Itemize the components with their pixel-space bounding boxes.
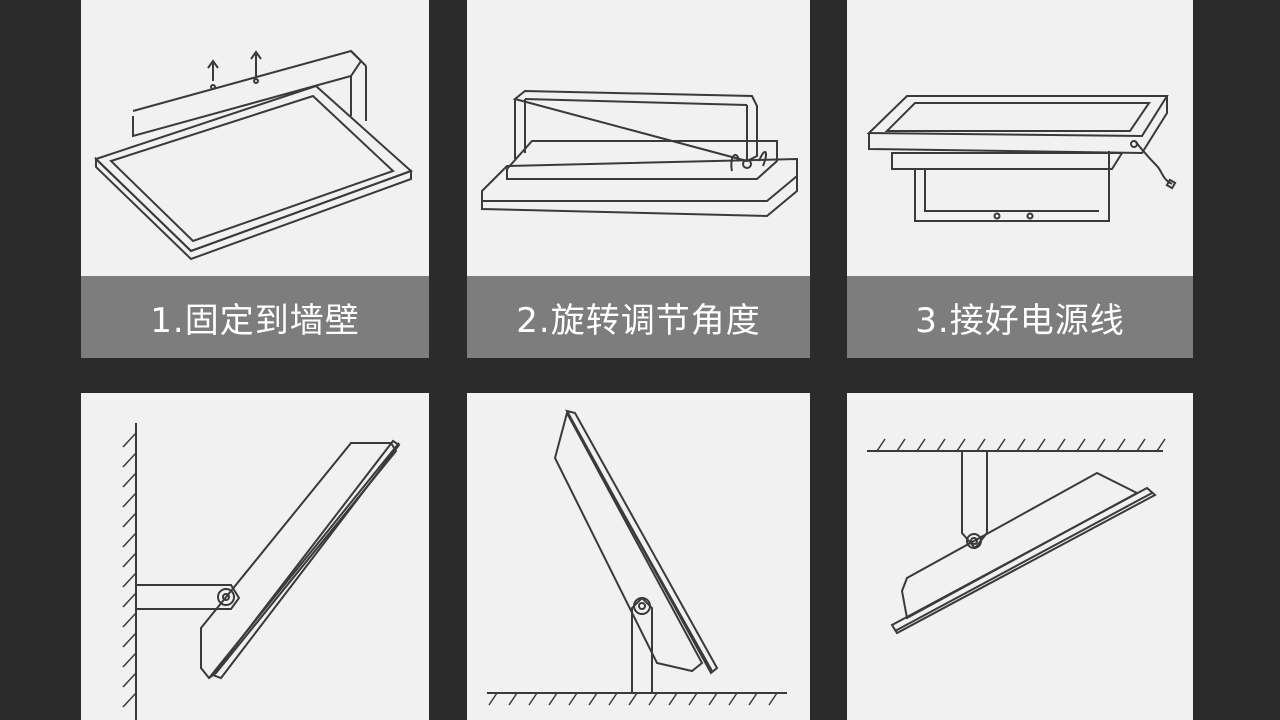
step-2-caption: 2.旋转调节角度 <box>467 276 810 358</box>
ceiling-mount-panel <box>847 393 1193 720</box>
step-1-caption: 1.固定到墙壁 <box>81 276 429 358</box>
ground-mount-icon <box>467 393 810 720</box>
step-3-panel: 3.接好电源线 <box>847 0 1193 358</box>
step-1-panel: 1.固定到墙壁 <box>81 0 429 358</box>
step-3-caption: 3.接好电源线 <box>847 276 1193 358</box>
step-2-panel: 2.旋转调节角度 <box>467 0 810 358</box>
ground-mount-panel <box>467 393 810 720</box>
wall-fixing-icon <box>81 0 429 358</box>
power-cable-icon <box>847 0 1193 358</box>
rotate-angle-icon <box>467 0 810 358</box>
wall-mount-icon <box>81 393 429 720</box>
wall-mount-panel <box>81 393 429 720</box>
ceiling-mount-icon <box>847 393 1193 720</box>
